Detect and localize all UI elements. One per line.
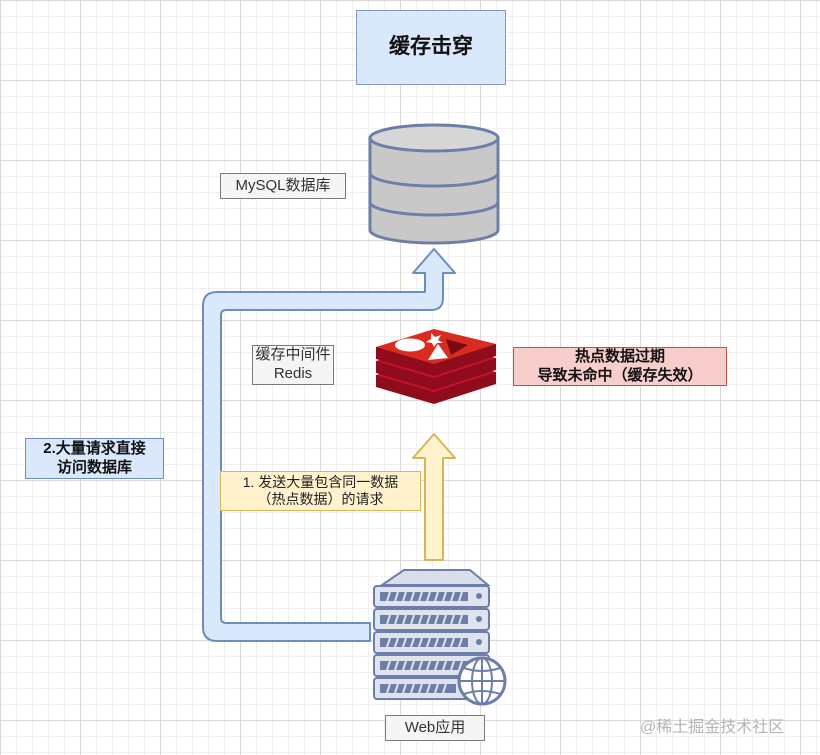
direct-access-line1: 2.大量请求直接 <box>43 439 146 457</box>
globe-icon <box>457 656 507 706</box>
database-icon <box>368 123 500 245</box>
redis-logo-icon <box>376 329 496 404</box>
watermark: @稀土掘金技术社区 <box>640 719 785 736</box>
cache-label-line2: Redis <box>273 365 313 382</box>
diagram-title: 缓存击穿 <box>356 10 506 85</box>
arrow-direct-to-db <box>202 248 456 642</box>
hot-data-note-line1: 热点数据过期 <box>574 347 665 365</box>
send-requests-line2: （热点数据）的请求 <box>257 491 384 507</box>
arrow-app-to-cache <box>412 433 456 561</box>
direct-access-line2: 访问数据库 <box>56 458 132 476</box>
cache-label: 缓存中间件 Redis <box>252 345 334 385</box>
cache-label-line1: 缓存中间件 <box>255 346 331 364</box>
direct-db-access-note: 2.大量请求直接 访问数据库 <box>25 438 164 479</box>
hot-data-note-line2: 导致未命中（缓存失效） <box>537 366 703 384</box>
web-server-icon <box>373 569 491 700</box>
send-requests-line1: 1. 发送大量包含同一数据 <box>242 473 399 490</box>
database-label: MySQL数据库 <box>220 173 346 199</box>
hot-data-expired-note: 热点数据过期 导致未命中（缓存失效） <box>513 347 727 386</box>
web-app-label: Web应用 <box>385 715 485 741</box>
send-requests-note: 1. 发送大量包含同一数据 （热点数据）的请求 <box>220 471 421 511</box>
